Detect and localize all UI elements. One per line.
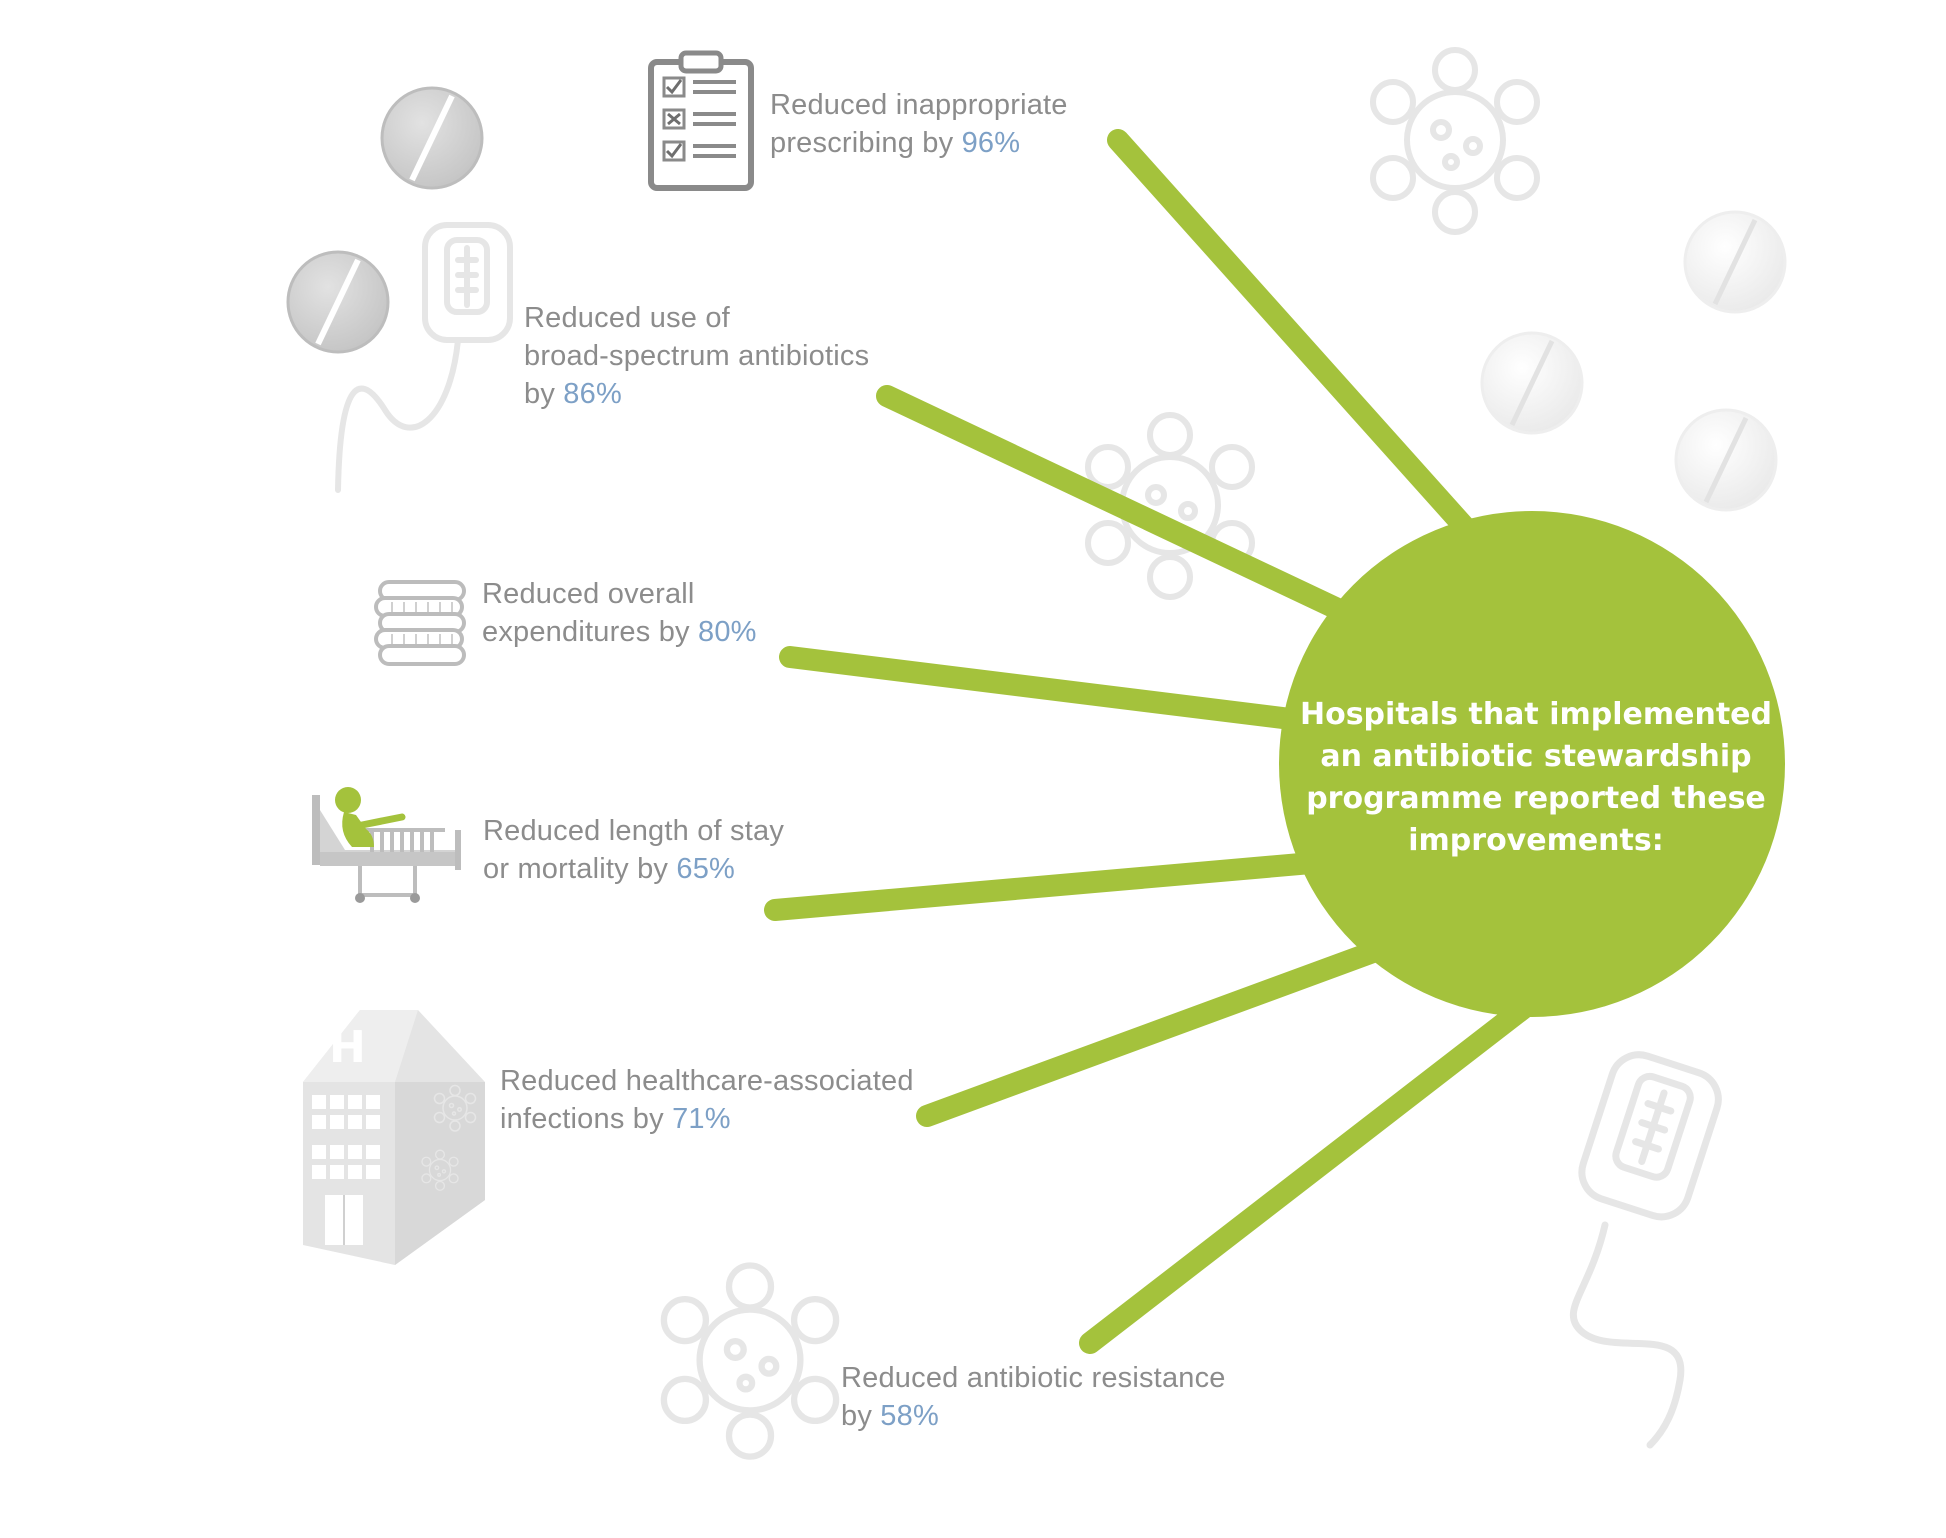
percent-value: 80% xyxy=(698,616,757,648)
improvement-broad-spectrum: Reduced use of broad-spectrum antibiotic… xyxy=(524,302,870,410)
pill-icon xyxy=(1480,331,1584,435)
percent-value: 65% xyxy=(676,853,736,885)
bacteria-icon xyxy=(1373,50,1537,232)
pill-icon xyxy=(1683,210,1787,314)
pill-icon xyxy=(1674,408,1778,512)
center-circle xyxy=(1279,511,1785,1017)
improvement-length-of-stay: Reduced length of stay or mortality by 6… xyxy=(483,815,785,885)
improvement-prescribing: Reduced inappropriate prescribing by 96% xyxy=(770,89,1068,159)
bacteria-icon xyxy=(664,1266,836,1457)
coin-stack-icon xyxy=(374,580,466,666)
improvement-expenditures: Reduced overall expenditures by 80% xyxy=(482,578,757,648)
clipboard-checklist-icon xyxy=(648,50,754,191)
pill-icon xyxy=(380,86,484,190)
improvement-resistance: Reduced antibiotic resistance by 58% xyxy=(841,1362,1226,1432)
iv-bag-icon xyxy=(335,222,513,493)
percent-value: 58% xyxy=(880,1400,939,1432)
hospital-building-icon: H xyxy=(303,1010,485,1265)
hospital-bed-patient-icon xyxy=(312,787,461,903)
svg-text:H: H xyxy=(329,1022,366,1073)
percent-value: 86% xyxy=(563,378,622,410)
pill-icon xyxy=(286,250,390,354)
percent-value: 71% xyxy=(672,1103,731,1135)
iv-bag-icon xyxy=(1569,1051,1722,1449)
ray-resistance xyxy=(1079,969,1571,1354)
percent-value: 96% xyxy=(961,127,1021,159)
center-title: Hospitals that implemented an antibiotic… xyxy=(1299,697,1772,858)
improvement-infections: Reduced healthcare-associated infections… xyxy=(500,1065,914,1135)
